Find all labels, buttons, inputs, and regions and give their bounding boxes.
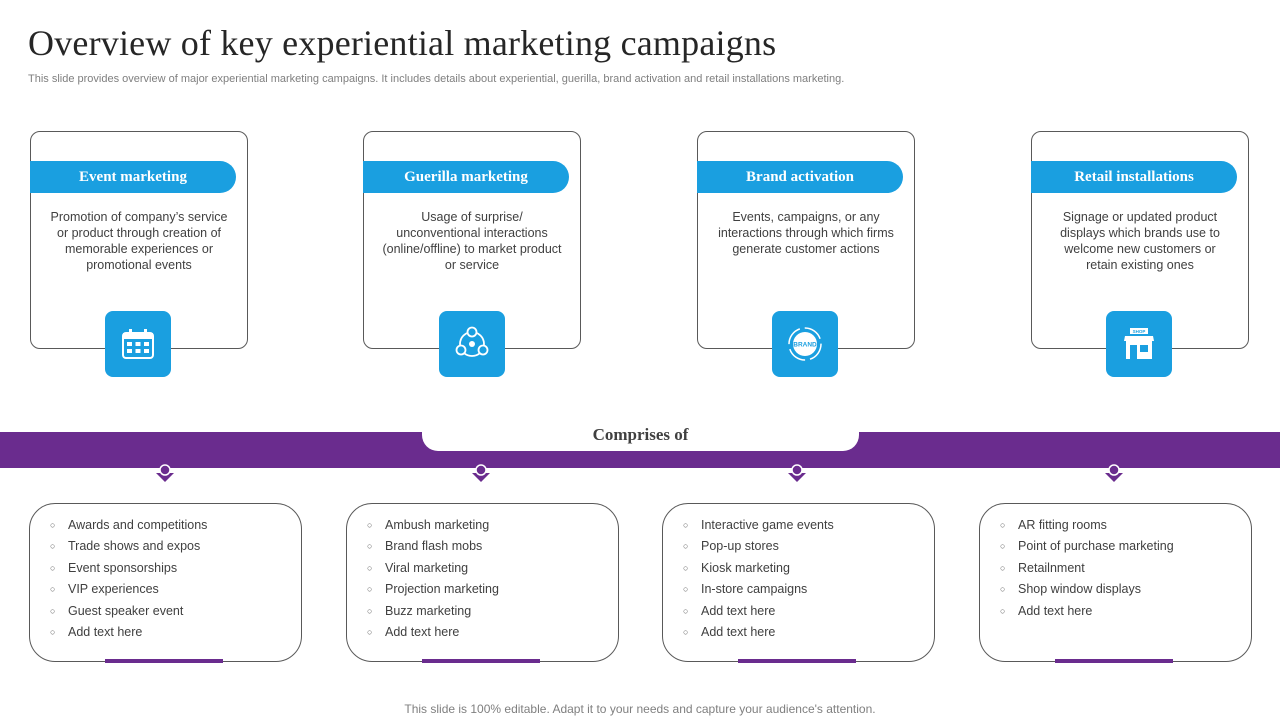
connector-pin-icon xyxy=(472,464,490,482)
card-description: Signage or updated product displays whic… xyxy=(1060,210,1220,272)
list-brand-activation: Interactive game events Pop-up stores Ki… xyxy=(662,503,935,662)
svg-text:BRAND: BRAND xyxy=(793,342,817,349)
card-heading: Event marketing xyxy=(30,161,236,193)
list-underline xyxy=(1055,659,1173,663)
list-event-marketing: Awards and competitions Trade shows and … xyxy=(29,503,302,662)
connector-pin-icon xyxy=(156,464,174,482)
card-description: Events, campaigns, or any interactions t… xyxy=(718,210,894,256)
page-subtitle: This slide provides overview of major ex… xyxy=(28,73,845,85)
list-item: Shop window displays xyxy=(1000,579,1251,600)
list-item: Viral marketing xyxy=(367,558,618,579)
brand-badge-icon: BRAND xyxy=(772,311,838,377)
list-item: Event sponsorships xyxy=(50,558,301,579)
list-underline xyxy=(738,659,856,663)
list-item: Ambush marketing xyxy=(367,515,618,536)
list-item: Add text here xyxy=(683,622,934,643)
list-item: Add text here xyxy=(1000,601,1251,622)
footer-note: This slide is 100% editable. Adapt it to… xyxy=(404,702,876,716)
list-underline xyxy=(422,659,540,663)
list-item: Add text here xyxy=(50,622,301,643)
network-cycle-icon xyxy=(439,311,505,377)
card-heading: Guerilla marketing xyxy=(363,161,569,193)
calendar-icon xyxy=(105,311,171,377)
shop-icon: SHOP xyxy=(1106,311,1172,377)
card-event-marketing: Event marketing Promotion of company’s s… xyxy=(30,131,248,349)
list-retail-installations: AR fitting rooms Point of purchase marke… xyxy=(979,503,1252,662)
list-underline xyxy=(105,659,223,663)
card-description: Usage of surprise/ unconventional intera… xyxy=(382,210,562,272)
list-item: Awards and competitions xyxy=(50,515,301,536)
connector-pin-icon xyxy=(1105,464,1123,482)
list-item: AR fitting rooms xyxy=(1000,515,1251,536)
list-item: Trade shows and expos xyxy=(50,536,301,557)
card-description: Promotion of company’s service or produc… xyxy=(50,210,228,272)
list-item: Point of purchase marketing xyxy=(1000,536,1251,557)
list-item: Brand flash mobs xyxy=(367,536,618,557)
list-item: Retailnment xyxy=(1000,558,1251,579)
list-item: Guest speaker event xyxy=(50,601,301,622)
connector-pin-icon xyxy=(788,464,806,482)
list-item: In-store campaigns xyxy=(683,579,934,600)
list-item: Add text here xyxy=(683,601,934,622)
list-item: Projection marketing xyxy=(367,579,618,600)
list-item: Buzz marketing xyxy=(367,601,618,622)
list-item: Pop-up stores xyxy=(683,536,934,557)
list-item: VIP experiences xyxy=(50,579,301,600)
list-item: Add text here xyxy=(367,622,618,643)
svg-text:SHOP: SHOP xyxy=(1133,329,1146,334)
page-title: Overview of key experiential marketing c… xyxy=(28,23,777,63)
list-item: Kiosk marketing xyxy=(683,558,934,579)
list-item: Interactive game events xyxy=(683,515,934,536)
card-heading: Retail installations xyxy=(1031,161,1237,193)
card-heading: Brand activation xyxy=(697,161,903,193)
list-guerilla-marketing: Ambush marketing Brand flash mobs Viral … xyxy=(346,503,619,662)
band-label: Comprises of xyxy=(422,419,859,451)
